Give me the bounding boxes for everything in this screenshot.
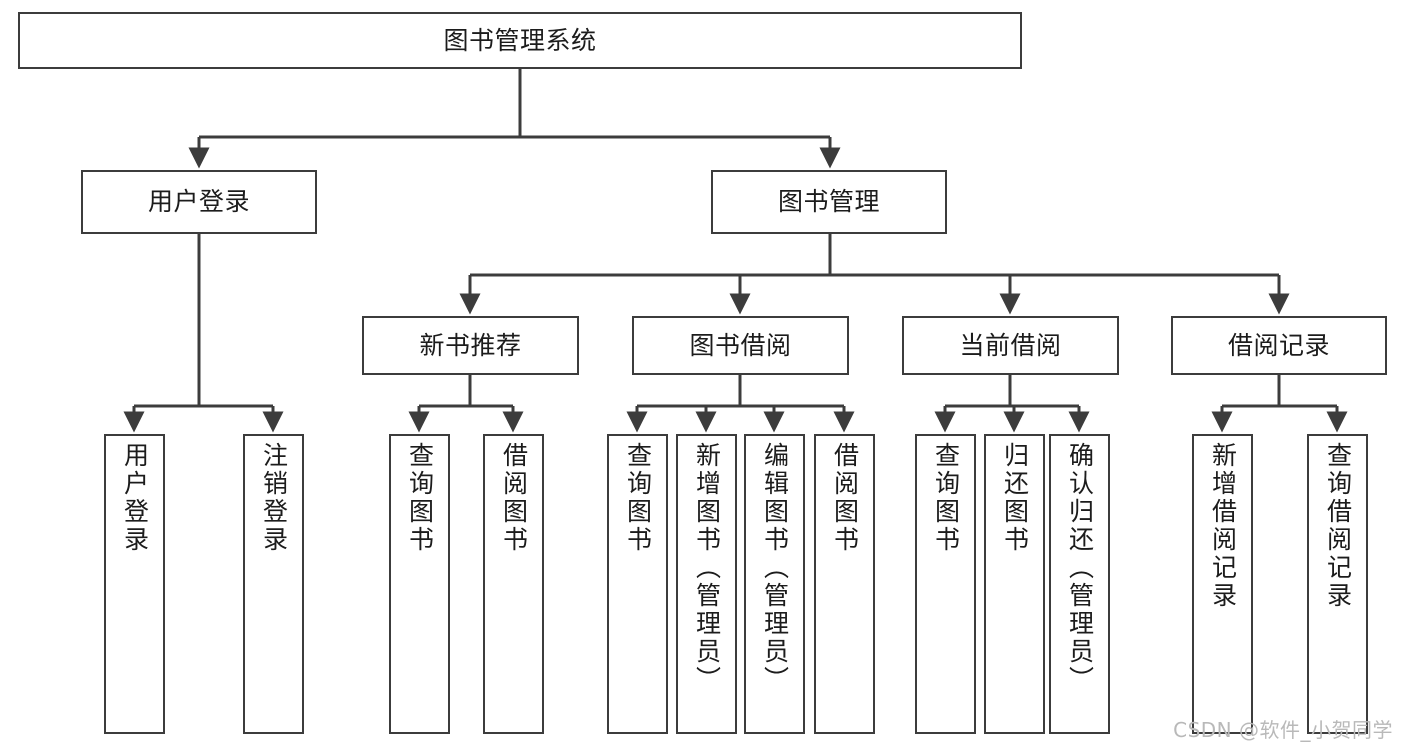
node-label: 确认归还（管理员） <box>1065 442 1095 694</box>
leaf-query-book-recommend[interactable]: 查询图书 <box>389 434 450 734</box>
node-label: 当前借阅 <box>959 330 1062 360</box>
node-label: 查询图书 <box>405 442 435 554</box>
leaf-query-book-borrow[interactable]: 查询图书 <box>607 434 668 734</box>
node-user-login[interactable]: 用户登录 <box>81 170 317 234</box>
leaf-user-login[interactable]: 用户登录 <box>104 434 165 734</box>
leaf-logout[interactable]: 注销登录 <box>243 434 304 734</box>
node-label: 查询图书 <box>931 442 961 554</box>
node-root-system[interactable]: 图书管理系统 <box>18 12 1022 69</box>
node-label: 借阅图书 <box>830 442 860 554</box>
node-current-borrow[interactable]: 当前借阅 <box>902 316 1119 375</box>
node-label: 编辑图书（管理员） <box>760 442 790 694</box>
node-label: 注销登录 <box>259 442 289 554</box>
node-label: 新增借阅记录 <box>1208 442 1238 610</box>
leaf-borrow-book-recommend[interactable]: 借阅图书 <box>483 434 544 734</box>
node-label: 用户登录 <box>147 187 250 216</box>
node-label: 新书推荐 <box>419 330 522 360</box>
node-label: 图书管理 <box>777 187 880 216</box>
node-book-borrow[interactable]: 图书借阅 <box>632 316 849 375</box>
node-label: 图书借阅 <box>689 330 792 360</box>
node-label: 借阅图书 <box>499 442 529 554</box>
node-label: 查询借阅记录 <box>1323 442 1353 610</box>
node-label: 归还图书 <box>1000 442 1030 554</box>
leaf-edit-book-admin[interactable]: 编辑图书（管理员） <box>744 434 805 734</box>
node-label: 新增图书（管理员） <box>692 442 722 694</box>
watermark-text: CSDN @软件_小贺同学 <box>1173 718 1393 742</box>
node-new-book-recommend[interactable]: 新书推荐 <box>362 316 579 375</box>
node-borrow-record[interactable]: 借阅记录 <box>1171 316 1387 375</box>
node-label: 借阅记录 <box>1227 330 1330 360</box>
leaf-confirm-return-admin[interactable]: 确认归还（管理员） <box>1049 434 1110 734</box>
leaf-add-book-admin[interactable]: 新增图书（管理员） <box>676 434 737 734</box>
leaf-borrow-book[interactable]: 借阅图书 <box>814 434 875 734</box>
node-label: 图书管理系统 <box>443 25 597 55</box>
leaf-add-borrow-record[interactable]: 新增借阅记录 <box>1192 434 1253 734</box>
node-label: 查询图书 <box>623 442 653 554</box>
node-book-management[interactable]: 图书管理 <box>711 170 947 234</box>
leaf-query-book-current[interactable]: 查询图书 <box>915 434 976 734</box>
node-label: 用户登录 <box>120 442 150 554</box>
leaf-query-borrow-record[interactable]: 查询借阅记录 <box>1307 434 1368 734</box>
leaf-return-book[interactable]: 归还图书 <box>984 434 1045 734</box>
